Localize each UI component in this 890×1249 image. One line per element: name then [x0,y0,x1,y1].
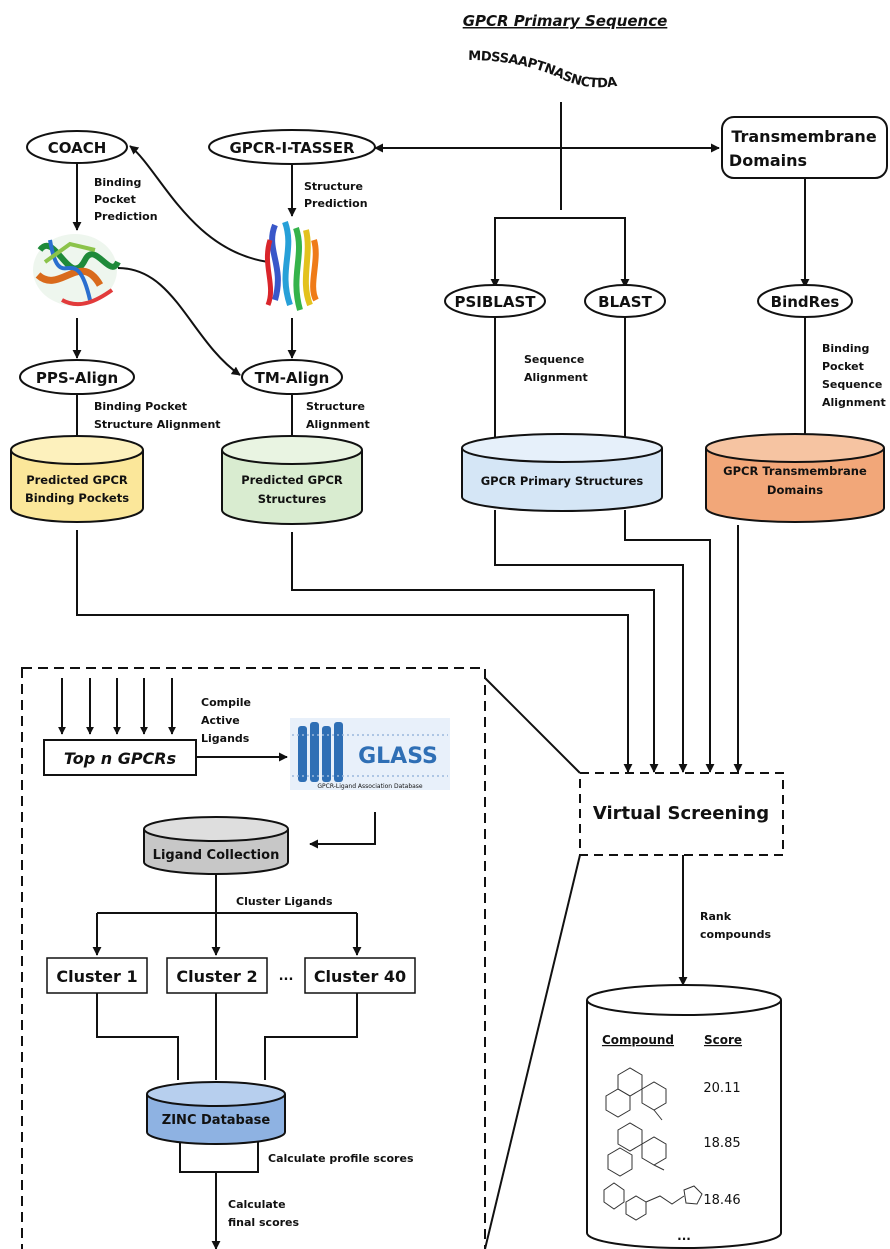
label-bpsa-3: Sequence [822,378,882,391]
label-seq-align-1: Sequence [524,353,584,366]
ligand-collection-db: Ligand Collection [143,816,289,875]
gpcr-structure-image [264,220,319,311]
label-struct-align-1: Structure [306,400,365,413]
bindres-label: BindRes [771,293,840,311]
cluster-40-node[interactable]: Cluster 40 [304,957,416,994]
cluster-40-label: Cluster 40 [314,967,406,986]
binding-pocket-structure-image [33,234,121,307]
label-struct-pred-1: Structure [304,180,363,193]
primary-sequence: MDSSAAPTNASNCTDA [468,49,618,91]
blast-label: BLAST [598,293,652,311]
label-struct-pred-2: Prediction [304,197,368,210]
glass-subtitle: GPCR-Ligand Association Database [317,783,423,790]
coach-label: COACH [48,139,107,157]
inset-connectors [58,678,376,1249]
label-bpsa-1: Binding [822,342,869,355]
transmembrane-db: GPCR Transmembrane Domains [705,433,885,523]
binding-pockets-db-line1: Predicted GPCR [26,473,128,487]
label-bpsa-4: Alignment [822,396,886,409]
transmembrane-db-line2: Domains [767,483,823,497]
glass-logo: GLASS GPCR-Ligand Association Database [290,718,450,790]
results-db: Compound Score 20.11 18.85 18.46 ... [586,984,782,1249]
blast-node[interactable]: BLAST [584,284,666,318]
label-rank-2: compounds [700,928,772,941]
compound-1-structure [605,1067,667,1121]
connectors [72,102,810,986]
psiblast-label: PSIBLAST [454,293,536,311]
zinc-db: ZINC Database [146,1081,286,1145]
binding-pockets-db: Predicted GPCR Binding Pockets [10,435,144,523]
label-final-scores-2: final scores [228,1216,300,1229]
transmembrane-db-line1: GPCR Transmembrane [723,464,867,478]
glass-logo-text: GLASS [358,744,438,769]
virtual-screening-label: Virtual Screening [593,803,769,824]
compound-3-structure [603,1182,703,1221]
results-header-score: Score [704,1033,742,1047]
label-cluster-ligands: Cluster Ligands [236,895,333,908]
label-rank-1: Rank [700,910,732,923]
structures-db-line1: Predicted GPCR [241,473,343,487]
transmembrane-label-line1: Transmembrane [731,127,876,146]
label-profile-scores: Calculate profile scores [268,1152,414,1165]
results-ellipsis: ... [677,1229,691,1243]
label-bpsa-2: Pocket [822,360,864,373]
top-n-gpcrs-node[interactable]: Top n GPCRs [43,739,197,776]
psiblast-node[interactable]: PSIBLAST [444,284,546,318]
cluster-1-label: Cluster 1 [56,967,137,986]
pps-align-label: PPS-Align [36,369,118,387]
tm-align-node[interactable]: TM-Align [241,359,343,395]
label-struct-align-2: Alignment [306,418,370,431]
label-bp-pred-3: Prediction [94,210,158,223]
coach-node[interactable]: COACH [26,130,128,164]
ligand-collection-label: Ligand Collection [153,848,280,863]
label-seq-align-2: Alignment [524,371,588,384]
virtual-screening-node[interactable]: Virtual Screening [579,772,784,856]
edge-labels-top: Binding Pocket Prediction Structure Pred… [94,176,886,431]
cluster-2-node[interactable]: Cluster 2 [166,957,268,994]
compound-2-structure [607,1122,667,1177]
transmembrane-domains-node[interactable]: Transmembrane Domains [721,116,888,179]
pps-align-node[interactable]: PPS-Align [19,359,135,395]
tm-align-label: TM-Align [255,369,330,387]
structures-db: Predicted GPCR Structures [221,435,363,525]
bindres-node[interactable]: BindRes [757,284,853,318]
gpcr-i-tasser-node[interactable]: GPCR-I-TASSER [208,129,376,165]
binding-pockets-db-body [10,450,144,523]
edge-labels-inset: Compile Active Ligands Cluster Ligands C… [201,696,772,1229]
label-compile-3: Ligands [201,732,250,745]
cluster-ellipsis: ... [279,969,294,984]
cluster-2-label: Cluster 2 [176,967,257,986]
label-bp-pred-2: Pocket [94,193,136,206]
binding-pockets-db-line2: Binding Pockets [25,491,129,505]
label-compile-2: Active [201,714,240,727]
score-2: 18.85 [703,1136,740,1151]
ligand-workflow-inset [21,667,581,1249]
label-bpstruct-1: Binding Pocket [94,400,187,413]
label-final-scores-1: Calculate [228,1198,286,1211]
diagram-title: GPCR Primary Sequence [463,12,668,30]
primary-structures-db-label: GPCR Primary Structures [481,474,644,488]
transmembrane-label-line2: Domains [729,151,807,170]
cluster-1-node[interactable]: Cluster 1 [46,957,148,994]
primary-structures-db: GPCR Primary Structures [461,433,663,512]
top-n-gpcrs-label: Top n GPCRs [64,749,176,768]
gpcr-i-tasser-label: GPCR-I-TASSER [229,139,355,157]
results-header-compound: Compound [602,1033,674,1047]
score-3: 18.46 [703,1193,740,1208]
label-bpstruct-2: Structure Alignment [94,418,221,431]
label-compile-1: Compile [201,696,251,709]
label-bp-pred-1: Binding [94,176,141,189]
score-1: 20.11 [703,1081,740,1096]
zinc-db-label: ZINC Database [162,1113,271,1128]
structures-db-line2: Structures [258,492,327,506]
